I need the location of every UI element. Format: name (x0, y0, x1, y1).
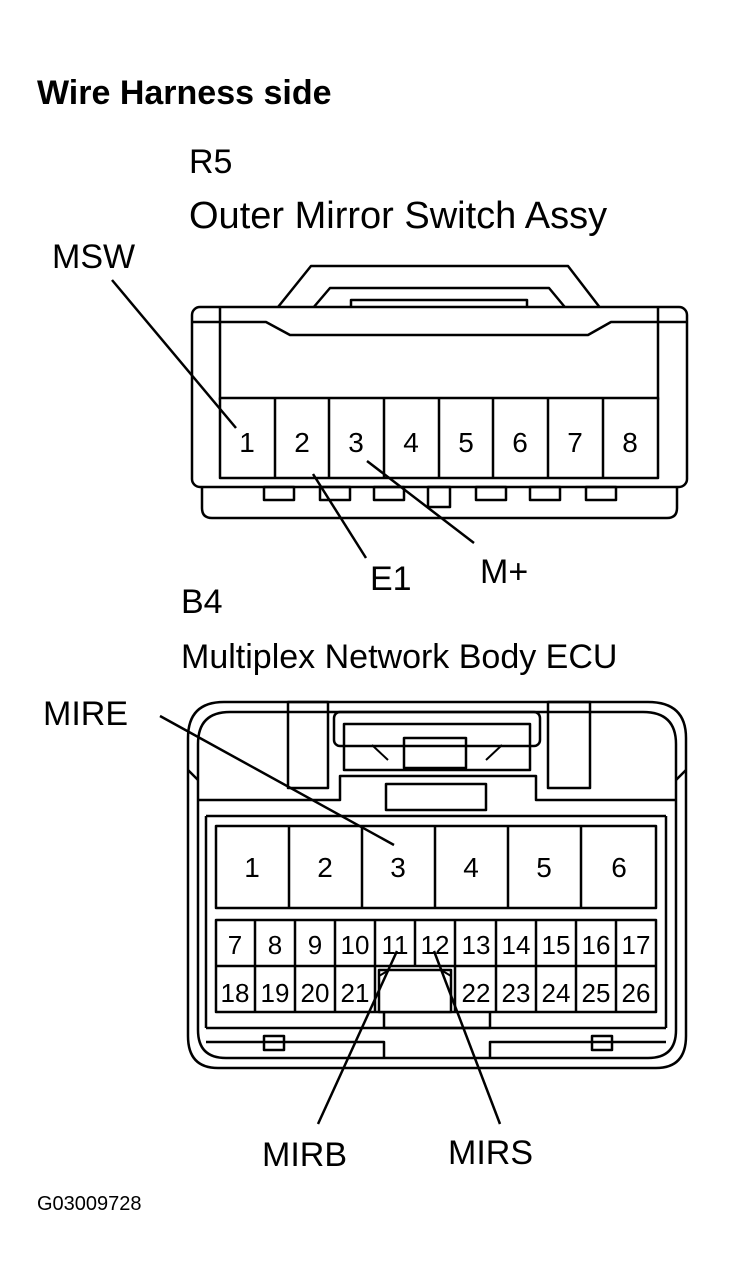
figure-code: G03009728 (37, 1193, 142, 1215)
b4-pin-14: 14 (502, 930, 531, 960)
r5-pin-7: 7 (567, 427, 583, 458)
connector-b4: B4 Multiplex Network Body ECU (43, 583, 688, 1174)
b4-pin-15: 15 (542, 930, 571, 960)
b4-pin-23: 23 (502, 978, 531, 1008)
connector-b4-code: B4 (181, 583, 223, 621)
mirs-leader-line (432, 950, 502, 1125)
b4-pin-21: 21 (341, 978, 370, 1008)
label-mire: MIRE (43, 695, 128, 733)
b4-pin-7: 7 (228, 930, 242, 960)
r5-pin-1: 1 (239, 427, 255, 458)
b4-pin-4: 4 (463, 852, 479, 883)
b4-pin-18: 18 (221, 978, 250, 1008)
b4-pin-25: 25 (582, 978, 611, 1008)
b4-pin-19: 19 (261, 978, 290, 1008)
b4-pin-1: 1 (244, 852, 260, 883)
b4-pin-5: 5 (536, 852, 552, 883)
r5-pin-6: 6 (512, 427, 528, 458)
connector-r5-name: Outer Mirror Switch Assy (189, 195, 607, 237)
label-msw: MSW (52, 238, 135, 276)
b4-pin-26: 26 (622, 978, 651, 1008)
e1-leader-line (311, 473, 368, 559)
b4-pin-16: 16 (582, 930, 611, 960)
r5-pin-2: 2 (294, 427, 310, 458)
label-mirs: MIRS (448, 1134, 533, 1172)
mirb-leader-line (316, 950, 399, 1125)
b4-pin-24: 24 (542, 978, 571, 1008)
connector-r5-pin-grid: 1 2 3 4 5 6 7 8 (218, 396, 660, 480)
b4-pin-22: 22 (462, 978, 491, 1008)
connector-r5: R5 Outer Mirror Switch Assy (52, 143, 689, 598)
r5-pin-4: 4 (403, 427, 419, 458)
connector-b4-housing (186, 700, 688, 1070)
connector-b4-pin-grid-top: 1 2 3 4 5 6 (214, 824, 658, 910)
connector-b4-pin-grid-bottom: 7 8 9 10 11 12 13 14 15 16 17 18 19 20 2… (214, 918, 658, 1014)
label-mplus: M+ (480, 553, 528, 591)
b4-pin-13: 13 (462, 930, 491, 960)
b4-pin-3: 3 (390, 852, 406, 883)
msw-leader-line (111, 279, 237, 429)
connector-r5-housing (190, 264, 689, 520)
b4-pin-8: 8 (268, 930, 282, 960)
connector-b4-name: Multiplex Network Body ECU (181, 638, 617, 676)
label-mirb: MIRB (262, 1136, 347, 1174)
b4-pin-20: 20 (301, 978, 330, 1008)
b4-pin-10: 10 (341, 930, 370, 960)
r5-pin-3: 3 (348, 427, 364, 458)
b4-pin-17: 17 (622, 930, 651, 960)
mplus-leader-line (366, 460, 475, 544)
label-e1: E1 (370, 560, 412, 598)
r5-pin-8: 8 (622, 427, 638, 458)
r5-pin-5: 5 (458, 427, 474, 458)
b4-pin-2: 2 (317, 852, 333, 883)
connector-r5-code: R5 (189, 143, 232, 181)
b4-pin-6: 6 (611, 852, 627, 883)
mire-leader-line (159, 714, 395, 847)
b4-pin-9: 9 (308, 930, 322, 960)
page-title: Wire Harness side (37, 74, 332, 112)
